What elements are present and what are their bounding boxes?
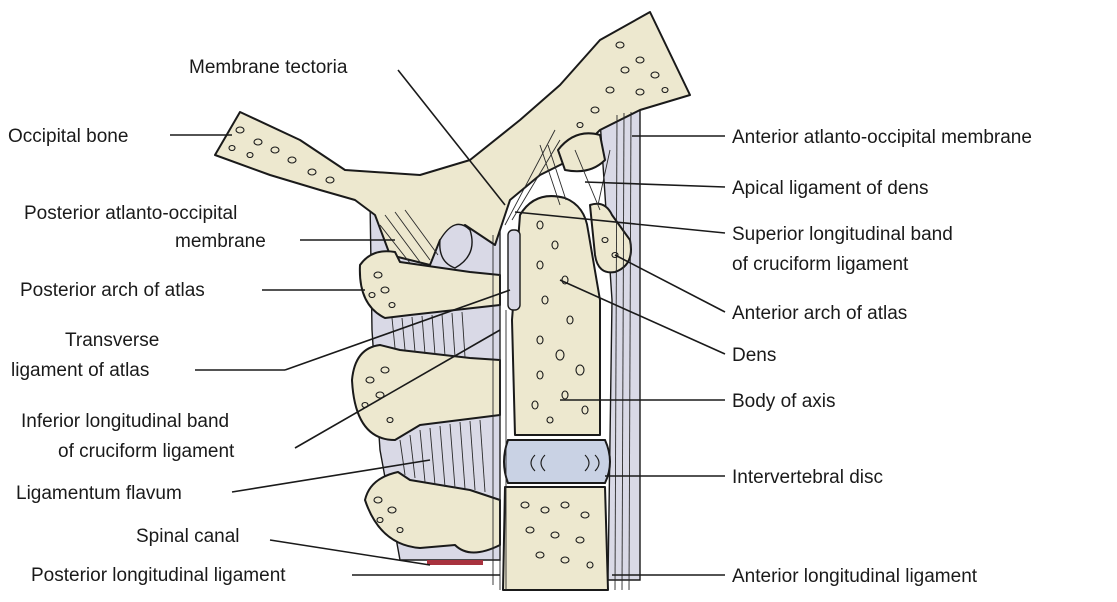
label-superior-band-line1: Superior longitudinal band xyxy=(732,224,953,245)
label-posterior-atlanto-occipital-line1: Posterior atlanto-occipital xyxy=(24,203,237,224)
label-dens: Dens xyxy=(732,345,776,366)
label-anterior-longitudinal-ligament: Anterior longitudinal ligament xyxy=(732,566,978,587)
dens-body-shape xyxy=(512,196,600,435)
spinal-canal-marker xyxy=(427,560,483,565)
label-anterior-atlanto-occipital-membrane: Anterior atlanto-occipital membrane xyxy=(732,127,1032,148)
label-anterior-arch-of-atlas: Anterior arch of atlas xyxy=(732,303,907,324)
label-ligamentum-flavum: Ligamentum flavum xyxy=(16,483,182,504)
label-posterior-longitudinal-ligament: Posterior longitudinal ligament xyxy=(31,565,286,586)
label-transverse-ligament-line2: ligament of atlas xyxy=(11,360,149,381)
label-posterior-atlanto-occipital-line2: membrane xyxy=(175,231,266,252)
label-membrane-tectoria: Membrane tectoria xyxy=(189,57,348,78)
label-apical-ligament-of-dens: Apical ligament of dens xyxy=(732,178,928,199)
label-inferior-band-line1: Inferior longitudinal band xyxy=(21,411,229,432)
label-inferior-band-line2: of cruciform ligament xyxy=(58,441,235,462)
label-superior-band-line2: of cruciform ligament xyxy=(732,254,909,275)
label-intervertebral-disc: Intervertebral disc xyxy=(732,467,883,488)
label-occipital-bone: Occipital bone xyxy=(8,126,128,147)
label-body-of-axis: Body of axis xyxy=(732,391,836,412)
label-posterior-arch-of-atlas: Posterior arch of atlas xyxy=(20,280,205,301)
intervertebral-disc-shape xyxy=(504,440,610,483)
transverse-ligament-band xyxy=(508,230,520,310)
label-transverse-ligament-line1: Transverse xyxy=(65,330,159,351)
label-spinal-canal: Spinal canal xyxy=(136,526,240,547)
